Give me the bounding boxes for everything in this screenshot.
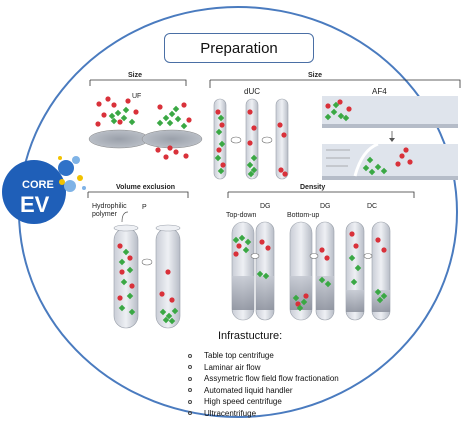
section-dividers — [87, 79, 461, 198]
uf-label: UF — [132, 93, 142, 100]
infrastructure-title: Infrastucture: — [218, 330, 283, 342]
volume-exclusion-header: Volume exclusion — [116, 184, 175, 191]
list-item: Assymetric flow field flow fractionation — [188, 373, 339, 385]
hydrophilic-polymer-label: Hydrophilic polymer — [92, 203, 127, 218]
bullet-icon — [188, 399, 192, 404]
duc-tubes — [213, 98, 289, 180]
size-right-header: Size — [308, 72, 323, 79]
bullet-icon — [188, 353, 192, 358]
list-item-label: Assymetric flow field flow fractionation — [204, 374, 339, 383]
precipitation-arrow — [141, 258, 153, 266]
dg-label-1: DG — [260, 203, 271, 210]
logo-text-core: CORE — [22, 179, 54, 191]
dc-label: DC — [367, 203, 378, 210]
precipitation-tubes — [113, 224, 181, 329]
duc-label: dUC — [244, 87, 261, 96]
top-down-label: Top-down — [226, 212, 257, 219]
list-item: Ultracentrifuge — [188, 408, 339, 420]
list-item-label: Table top centrifuge — [204, 351, 274, 360]
af4-channel-bottom — [322, 142, 458, 180]
duc-arrows — [230, 136, 273, 144]
density-header: Density — [300, 184, 326, 191]
uf-particles — [95, 96, 192, 160]
list-item: Laminar air flow — [188, 362, 339, 374]
infrastructure-list: Table top centrifuge Laminar air flow As… — [188, 350, 339, 419]
precipitation-label: P — [142, 204, 147, 211]
size-left-header: Size — [128, 72, 143, 79]
list-item-label: Ultracentrifuge — [204, 408, 257, 418]
bullet-icon — [188, 388, 192, 393]
af4-label: AF4 — [372, 87, 387, 96]
bottom-up-label: Bottom-up — [287, 212, 320, 219]
bullet-icon — [188, 365, 192, 370]
af4-channel-top — [322, 96, 458, 128]
list-item-label: High speed centrifuge — [204, 397, 282, 406]
list-item-label: Automated liquid handler — [204, 385, 293, 395]
list-item: High speed centrifuge — [188, 396, 339, 408]
page-title: Preparation — [164, 33, 314, 63]
core-ev-logo: CORE EV — [0, 152, 92, 232]
dg-label-2: DG — [320, 203, 331, 210]
uf-filter-right — [141, 129, 203, 149]
list-item: Table top centrifuge — [188, 350, 339, 362]
logo-text-ev: EV — [20, 192, 50, 217]
list-item: Automated liquid handler — [188, 385, 339, 397]
bullet-icon — [188, 411, 192, 416]
polymer-pointer — [121, 211, 129, 223]
bullet-icon — [188, 376, 192, 381]
list-item-label: Laminar air flow — [204, 362, 261, 372]
uf-filter-left — [88, 129, 150, 149]
density-arrows — [250, 253, 373, 259]
